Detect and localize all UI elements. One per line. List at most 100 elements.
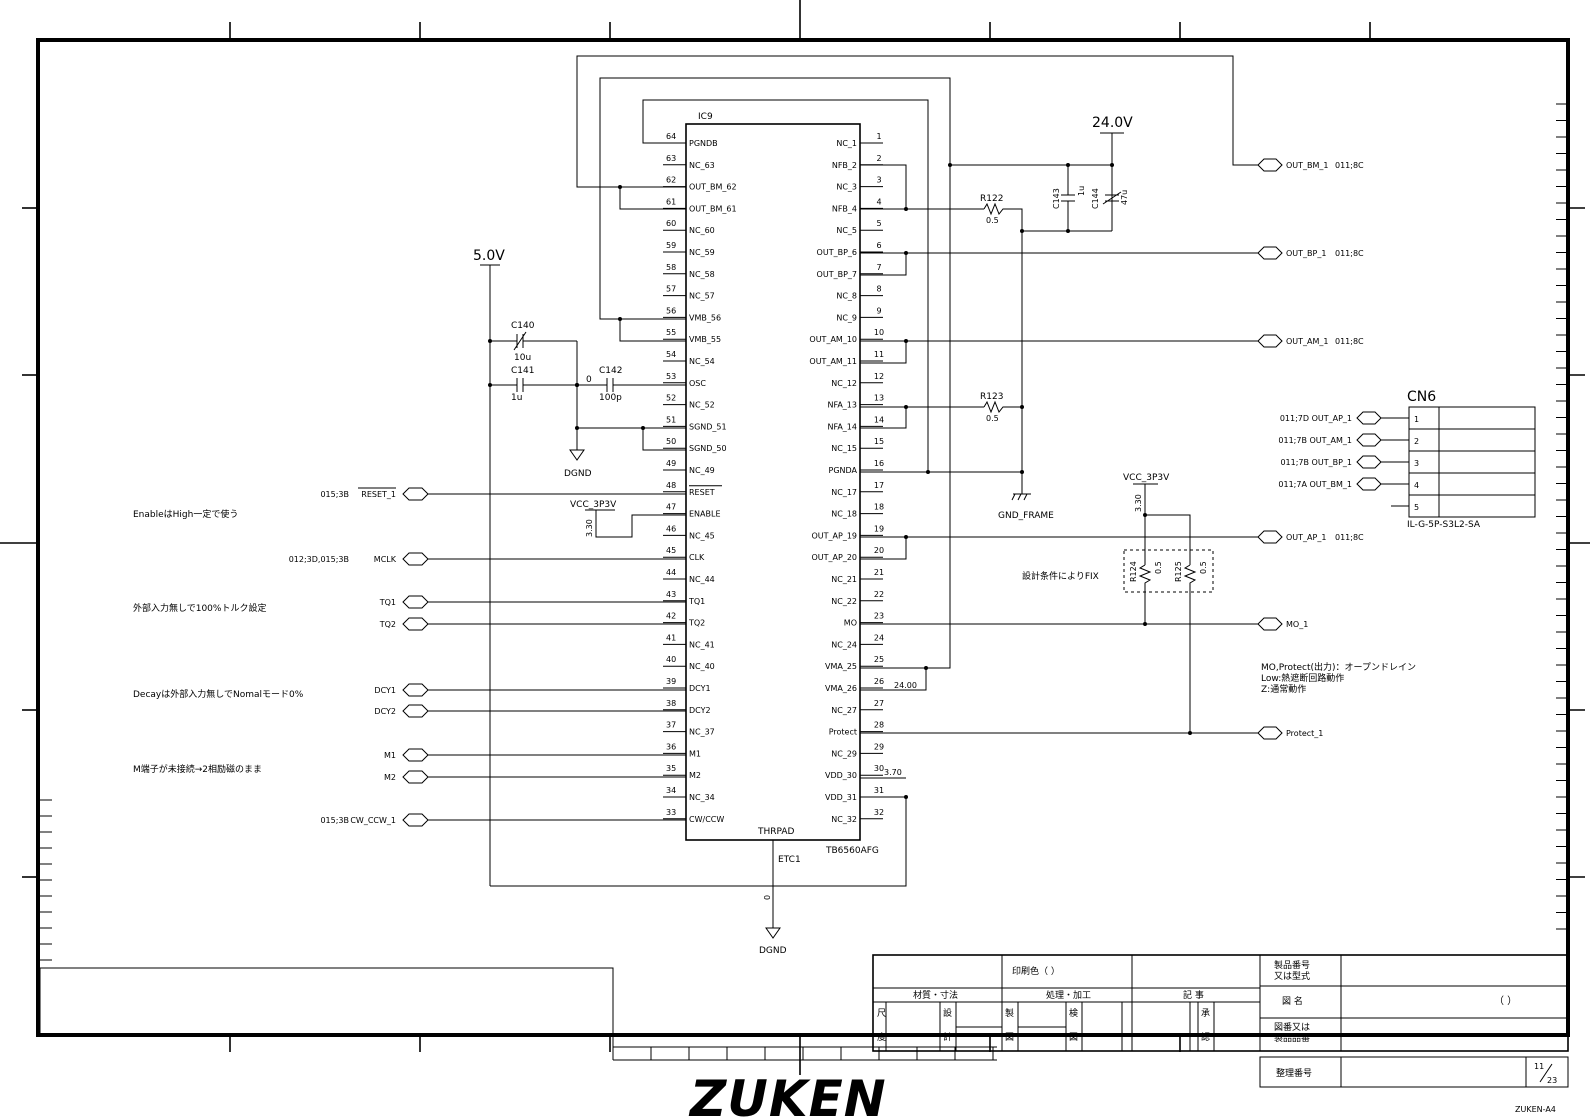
pin-number: 24 bbox=[874, 633, 884, 642]
c141-value: 1u bbox=[511, 393, 522, 403]
pin-number: 58 bbox=[666, 263, 676, 272]
pin-number: 25 bbox=[874, 655, 884, 664]
product-no-label-2: 又は型式 bbox=[1274, 970, 1310, 982]
pin-name: VMB_55 bbox=[689, 335, 721, 344]
r124-ref: R124 bbox=[1129, 561, 1138, 582]
pin-name: NFB_2 bbox=[832, 161, 857, 170]
note-fix: 設計条件によりFIX bbox=[1022, 570, 1099, 582]
right-port[interactable]: Protect_1 bbox=[1257, 726, 1323, 740]
pin-number: 34 bbox=[666, 786, 676, 795]
port-ref: 011;8C bbox=[1335, 161, 1364, 170]
cn6-pin-number: 3 bbox=[1414, 459, 1419, 468]
gnd-frame-label: GND_FRAME bbox=[998, 511, 1054, 521]
port-name: OUT_BP_1 bbox=[1286, 249, 1326, 258]
note-mo-2: Low:熱遮断回路動作 bbox=[1261, 672, 1344, 684]
pin-number: 32 bbox=[874, 808, 884, 817]
left-port[interactable]: DCY2 bbox=[374, 704, 686, 718]
pin-name: SGND_51 bbox=[689, 422, 727, 431]
left-port[interactable]: TQ2 bbox=[379, 617, 686, 631]
pin-number: 52 bbox=[666, 394, 676, 403]
pin-name: NC_5 bbox=[836, 226, 857, 235]
port-ref: 011;8C bbox=[1335, 533, 1364, 542]
pin-name: OUT_BM_61 bbox=[689, 204, 737, 213]
pin-name: NFA_14 bbox=[827, 422, 857, 431]
pin-number: 29 bbox=[874, 742, 884, 751]
pin-name: RESET bbox=[689, 488, 715, 497]
port-name: TQ1 bbox=[379, 598, 396, 607]
cn6-pin-number: 2 bbox=[1414, 437, 1419, 446]
left-port[interactable]: M1 bbox=[384, 748, 686, 762]
cn6-part: IL-G-5P-S3L2-SA bbox=[1407, 520, 1481, 530]
pin-name: OUT_BP_6 bbox=[817, 248, 857, 257]
pin-name: NC_27 bbox=[831, 706, 857, 715]
ic9-ref: IC9 bbox=[698, 112, 713, 122]
port-name: DCY1 bbox=[374, 686, 396, 695]
port-name: DCY2 bbox=[374, 707, 396, 716]
pin-number: 61 bbox=[666, 197, 676, 206]
left-port[interactable]: DCY1 bbox=[374, 683, 686, 697]
pin-number: 64 bbox=[666, 132, 676, 141]
pin-name: NC_40 bbox=[689, 662, 715, 671]
pin-name: NC_59 bbox=[689, 248, 715, 257]
pin-number: 42 bbox=[666, 612, 676, 621]
ic9-part-number: TB6560AFG bbox=[825, 846, 879, 856]
ic9-pin-right: 5NC_5 bbox=[836, 219, 883, 235]
design-label-1: 設 bbox=[943, 1007, 952, 1019]
c143-value: 1u bbox=[1077, 186, 1086, 196]
pin-number: 38 bbox=[666, 699, 676, 708]
pin-number: 26 bbox=[874, 677, 884, 686]
sheet-number: 11 bbox=[1534, 1062, 1544, 1071]
port-name: Protect_1 bbox=[1286, 729, 1323, 738]
r124-value: 0.5 bbox=[1154, 561, 1163, 574]
format-label: ZUKEN-A4 bbox=[1515, 1105, 1556, 1114]
pin-name: CLK bbox=[689, 553, 705, 562]
c141-ref: C141 bbox=[511, 366, 534, 376]
pin-number: 21 bbox=[874, 568, 884, 577]
pin-number: 10 bbox=[874, 328, 884, 337]
pin-number: 19 bbox=[874, 524, 884, 533]
pin-number: 17 bbox=[874, 481, 884, 490]
r125-value: 0.5 bbox=[1199, 561, 1208, 574]
draft-label-2: 図 bbox=[1005, 1032, 1014, 1043]
pin-name: NC_34 bbox=[689, 793, 715, 802]
note-m-pins: M端子が未接続→2相励磁のまま bbox=[133, 763, 262, 775]
pin-number: 4 bbox=[876, 197, 881, 206]
port-name: RESET_1 bbox=[361, 490, 396, 499]
left-port[interactable]: M2 bbox=[384, 770, 686, 784]
dgnd-label-b: DGND bbox=[759, 946, 787, 956]
sheet-total: 23 bbox=[1547, 1076, 1557, 1085]
fix-region bbox=[1123, 549, 1214, 593]
pin-name: VDD_31 bbox=[825, 793, 857, 802]
pin-name: NC_1 bbox=[836, 139, 857, 148]
right-port[interactable]: MO_1 bbox=[1257, 617, 1308, 631]
pin-name: NFB_4 bbox=[832, 204, 857, 213]
vcc-label-b: VCC_3P3V bbox=[1123, 473, 1170, 483]
r123-value: 0.5 bbox=[986, 414, 999, 423]
cn6-ref: CN6 bbox=[1407, 389, 1436, 405]
left-port[interactable]: TQ1 bbox=[379, 595, 686, 609]
pin-name: NC_3 bbox=[836, 183, 857, 192]
